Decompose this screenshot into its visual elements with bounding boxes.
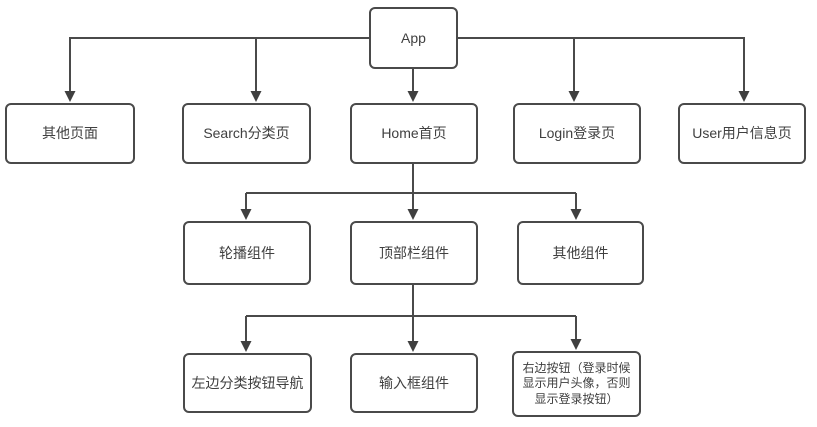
node-input-box: 输入框组件 bbox=[350, 353, 478, 413]
node-user-page: User用户信息页 bbox=[678, 103, 806, 164]
edge-app-other-pages bbox=[69, 37, 369, 92]
node-app: App bbox=[369, 7, 458, 69]
arrowhead bbox=[738, 91, 750, 102]
node-login-page: Login登录页 bbox=[513, 103, 641, 164]
node-home-page: Home首页 bbox=[350, 103, 478, 164]
node-right-button: 右边按钮（登录时候显示用户头像，否则显示登录按钮） bbox=[512, 351, 641, 417]
edge-app-user-page bbox=[458, 37, 745, 92]
arrowhead bbox=[568, 91, 580, 102]
node-topbar: 顶部栏组件 bbox=[350, 221, 478, 285]
arrowhead bbox=[250, 91, 262, 102]
node-carousel: 轮播组件 bbox=[183, 221, 311, 285]
arrowhead bbox=[64, 91, 76, 102]
arrowhead bbox=[407, 209, 419, 220]
arrowhead bbox=[240, 341, 252, 352]
arrowhead bbox=[407, 341, 419, 352]
arrowhead bbox=[407, 91, 419, 102]
node-other-components: 其他组件 bbox=[517, 221, 644, 285]
node-search-page: Search分类页 bbox=[182, 103, 311, 164]
arrowhead bbox=[570, 209, 582, 220]
arrowhead bbox=[570, 339, 582, 350]
arrowhead bbox=[240, 209, 252, 220]
node-other-pages: 其他页面 bbox=[5, 103, 135, 164]
node-left-nav: 左边分类按钮导航 bbox=[183, 353, 312, 413]
